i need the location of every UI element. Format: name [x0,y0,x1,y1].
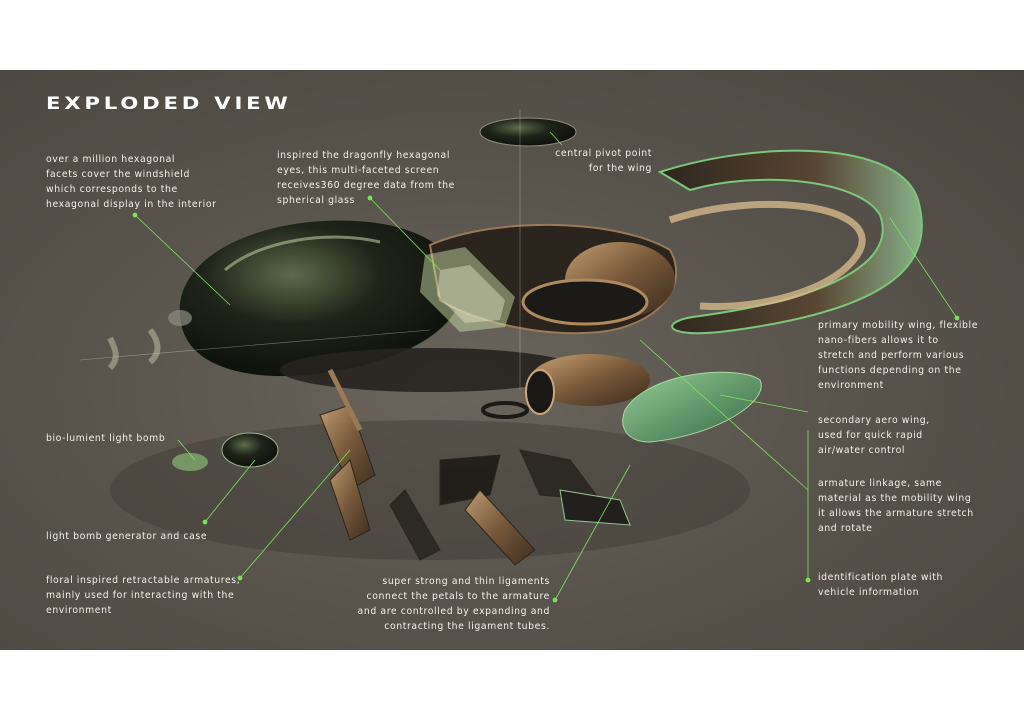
thruster [530,354,650,406]
primary-wing-inner [668,200,866,310]
annotation-armature-linkage: armature linkage, same material as the m… [818,478,974,534]
annotation-light-bomb: bio-lumient light bomb [46,433,166,444]
leader-floral [239,449,351,579]
annotation-primary-wing: primary mobility wing, flexible nano-fib… [818,320,979,391]
under-plate [280,348,580,392]
leader-secondary-wing [719,394,809,413]
side-pod [521,278,649,326]
hex-screen [420,247,515,332]
petal-armatures [319,404,631,566]
annotation-secondary-wing: secondary aero wing, used for quick rapi… [818,415,930,456]
leader-ligaments [554,464,631,601]
body-highlight [224,235,381,272]
light-bomb [172,453,208,471]
light-bomb-case [221,432,279,468]
armature-stem [327,368,363,432]
annotation-floral: floral inspired retractable armatures, m… [46,575,241,616]
leader-generator [204,459,256,523]
nose-cap [168,310,192,326]
primary-wing [657,149,923,335]
thruster-ring [525,369,555,415]
page-title: EXPLODED VIEW [46,94,292,114]
annotation-screen: inspired the dragonfly hexagonal eyes, t… [277,150,455,206]
leader-light-bomb [177,439,196,461]
axis-line-horizontal [79,329,431,361]
leader-windshield [134,214,231,306]
annotation-ligaments: super strong and thin ligaments connect … [357,576,550,632]
pivot-ring [481,401,529,419]
vehicle-exploded-illustration [107,117,923,566]
annotation-generator: light bomb generator and case [46,531,208,542]
annotation-pivot: central pivot point for the wing [555,148,652,174]
leader-lines [79,110,960,603]
leader-armature [639,339,809,491]
left-fin-2 [147,328,161,365]
leader-screen [369,197,441,271]
concept-board: EXPLODED VIEW over a million hexagonal f… [0,70,1024,650]
leader-primary-wing [889,217,958,319]
pivot-pod [479,117,577,147]
annotation-id-plate: identification plate with vehicle inform… [818,572,943,598]
left-fin-1 [107,336,119,371]
annotation-windshield: over a million hexagonal facets cover th… [46,154,217,210]
leader-pivot [549,131,563,146]
